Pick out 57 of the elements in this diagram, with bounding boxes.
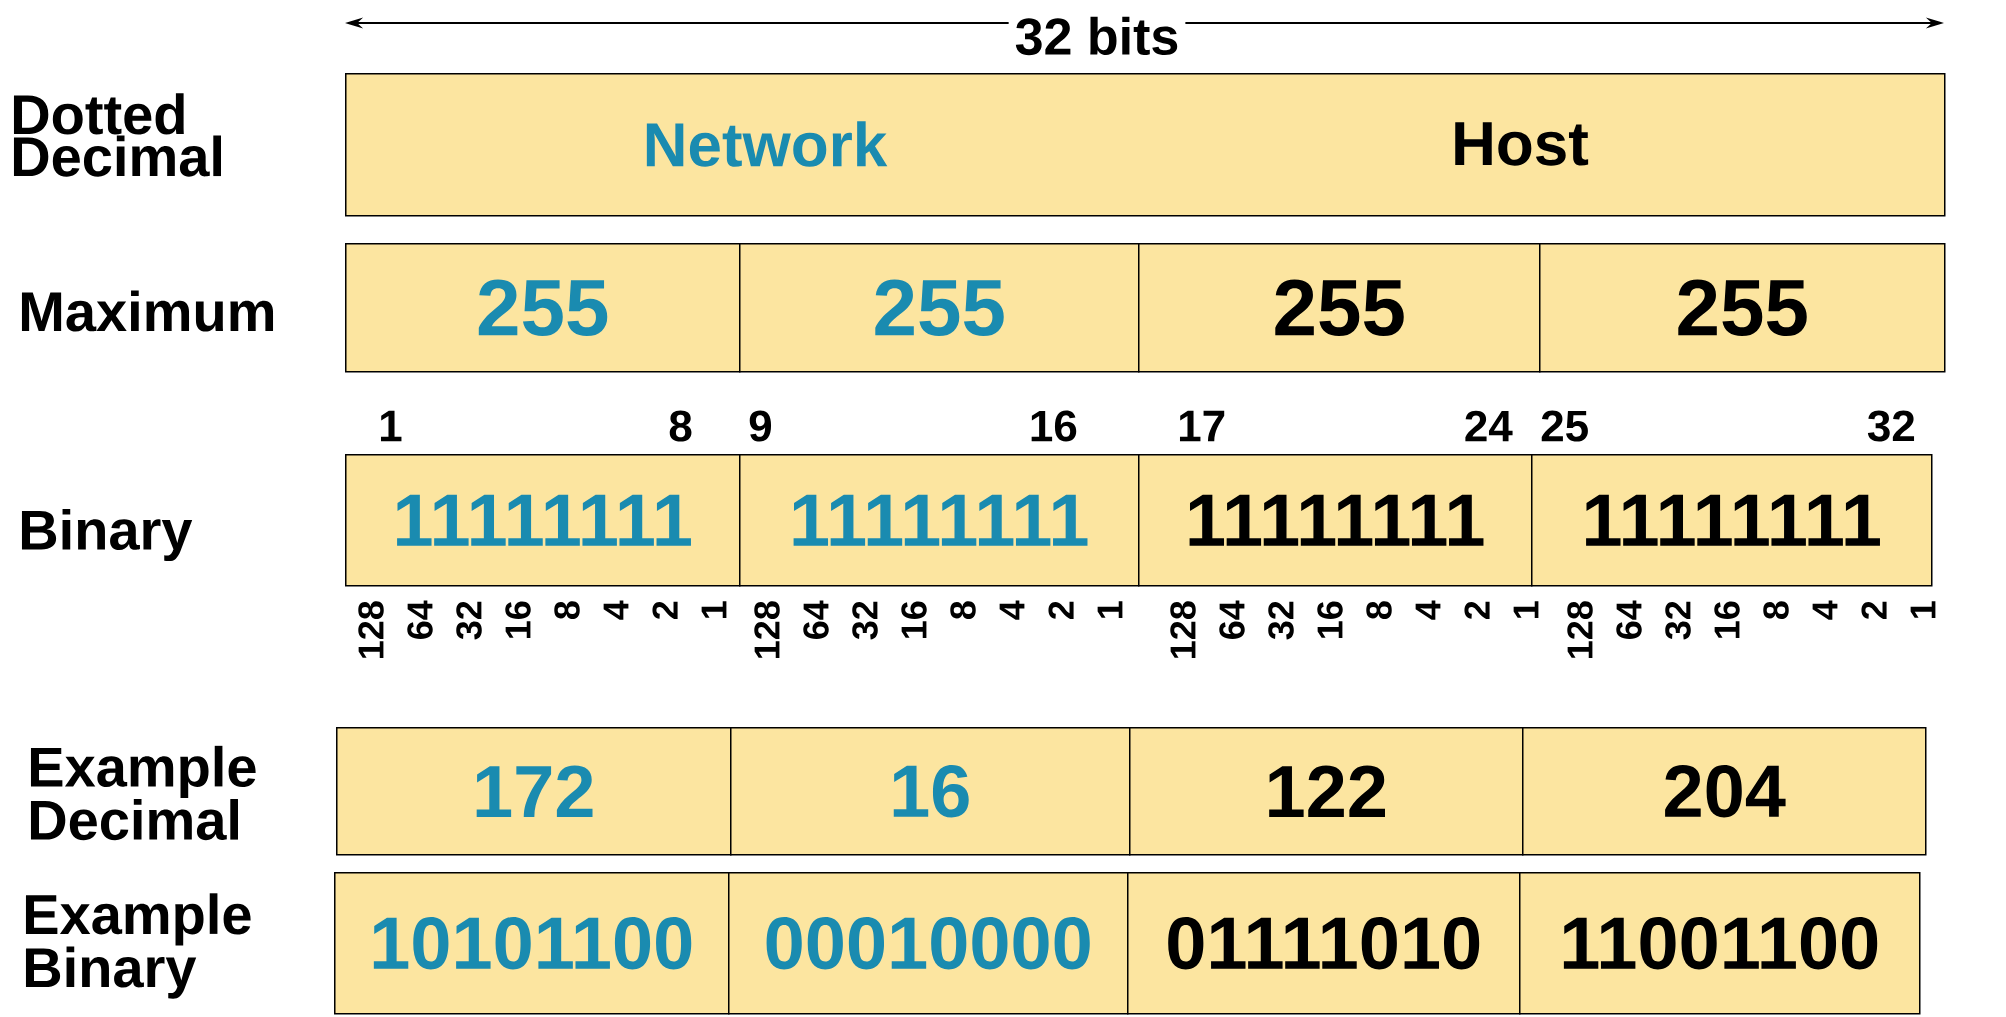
bit-weight: 16 [505, 601, 531, 638]
bit-weight: 4 [603, 600, 629, 620]
field-cell: 204 [1522, 727, 1927, 856]
bit-weight: 64 [407, 600, 433, 639]
bit-weight: 4 [1812, 600, 1838, 620]
field-cell: 255 [345, 243, 741, 373]
row-label: Example Binary [25, 893, 251, 999]
bit-weight: 64 [1616, 600, 1642, 639]
bit-weight: 64 [803, 600, 829, 639]
field-cell: 16 [730, 727, 1131, 856]
bit-number: 24 [1465, 410, 1513, 442]
bit-weight: 32 [1268, 601, 1294, 640]
bit-weight: 2 [1048, 601, 1074, 619]
field-box: Network Host [345, 73, 1946, 217]
field-cell: 01111010 [1127, 872, 1521, 1015]
field-cell: 00010000 [728, 872, 1129, 1015]
bit-number: 8 [669, 410, 692, 442]
field-cell: 11111111 [739, 454, 1140, 587]
bit-weight: 128 [1567, 601, 1593, 658]
dimension-label: 32 bits [1008, 16, 1186, 56]
bit-weight: 16 [901, 601, 927, 638]
field-cell: 10101100 [334, 872, 730, 1015]
field-cell: 172 [336, 727, 732, 856]
bit-number: 17 [1180, 410, 1225, 442]
bit-weight: 128 [358, 601, 384, 658]
bit-weight: 4 [1415, 600, 1441, 620]
bit-number: 16 [1031, 410, 1077, 442]
field-cell: 255 [1138, 243, 1541, 373]
bit-weight: 2 [652, 601, 678, 619]
field-cell: 11111111 [1531, 454, 1933, 587]
bit-weight: 16 [1317, 601, 1343, 638]
field-cell: 11111111 [345, 454, 741, 587]
bit-weight: 2 [1464, 601, 1490, 619]
bit-weight: 16 [1714, 601, 1740, 638]
field-cell: 122 [1129, 727, 1524, 856]
bit-number: 1 [381, 410, 402, 442]
field-cell: 255 [739, 243, 1140, 373]
bit-weight: 1 [1097, 601, 1123, 618]
field-cell: 11111111 [1138, 454, 1533, 587]
bit-weight: 1 [701, 601, 727, 618]
field-cell: 11001100 [1519, 872, 1921, 1015]
bit-weight: 4 [999, 600, 1025, 620]
bit-weight: 32 [852, 601, 878, 640]
row-label: Dotted Decimal [13, 93, 221, 177]
bit-number: 9 [749, 410, 772, 442]
row-label: Binary [21, 508, 193, 562]
bit-weight: 64 [1219, 600, 1245, 639]
bit-weight: 32 [456, 601, 482, 640]
bit-number: 32 [1867, 410, 1915, 442]
bit-weight: 128 [1170, 601, 1196, 658]
bit-number: 25 [1541, 410, 1588, 442]
bit-weight: 32 [1665, 601, 1691, 640]
bit-weight: 1 [1513, 601, 1539, 618]
row-label: Maximum [21, 290, 274, 332]
field-cell: 255 [1539, 243, 1946, 373]
row-label: Example Decimal [30, 745, 256, 841]
bit-weight: 128 [754, 601, 780, 658]
